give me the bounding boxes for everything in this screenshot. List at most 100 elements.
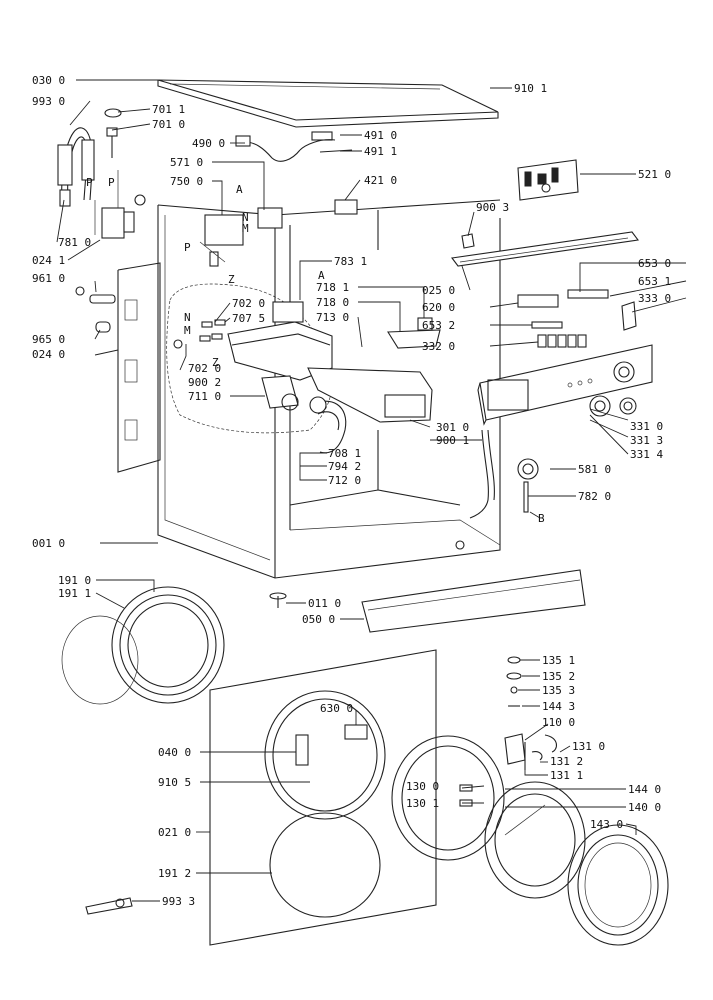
label-781-0: 781 0 xyxy=(58,236,91,249)
label-620-0: 620 0 xyxy=(422,301,455,314)
label-191-0: 191 0 xyxy=(58,574,91,587)
label-030-0: 030 0 xyxy=(32,74,65,87)
marker-m-lower: M xyxy=(184,324,191,337)
label-140-0: 140 0 xyxy=(628,801,661,814)
label-421-0: 421 0 xyxy=(364,174,397,187)
label-782-0: 782 0 xyxy=(578,490,611,503)
circuit-board xyxy=(517,159,579,201)
label-702-0-top: 702 0 xyxy=(232,297,265,310)
drum-outline xyxy=(166,283,333,434)
back-panel xyxy=(117,262,161,473)
label-332-0: 332 0 xyxy=(422,340,455,353)
label-713-0: 713 0 xyxy=(316,311,349,324)
label-750-0: 750 0 xyxy=(170,175,203,188)
marker-p-hose-2: P xyxy=(108,176,115,189)
hose-clip xyxy=(104,108,122,158)
label-653-0: 653 0 xyxy=(638,257,671,270)
marker-n-lower: N xyxy=(184,311,191,324)
top-lid xyxy=(157,79,499,128)
label-130-0: 130 0 xyxy=(406,780,439,793)
door-outer-ring xyxy=(567,824,669,946)
label-794-2: 794 2 xyxy=(328,460,361,473)
switch-parts xyxy=(517,289,637,348)
label-001-0: 001 0 xyxy=(32,537,65,550)
letter-markers: A A N M N M P P P Z Z B xyxy=(86,176,545,525)
water-valve xyxy=(199,207,283,267)
detergent-drawer xyxy=(307,367,433,423)
marker-m-top: M xyxy=(242,222,249,235)
leader-lines xyxy=(56,79,687,902)
label-144-0: 144 0 xyxy=(628,783,661,796)
marker-n-top: N xyxy=(242,211,249,224)
wiring-loom xyxy=(469,429,495,519)
label-144-3: 144 3 xyxy=(542,700,575,713)
label-025-0: 025 0 xyxy=(422,284,455,297)
inlet-valve xyxy=(94,170,146,239)
label-783-1: 783 1 xyxy=(334,255,367,268)
marker-z-valve: Z xyxy=(228,273,235,286)
label-135-2: 135 2 xyxy=(542,670,575,683)
marker-z-housing: Z xyxy=(212,356,219,369)
label-191-2: 191 2 xyxy=(158,867,191,880)
marker-b-timer: B xyxy=(538,512,545,525)
label-653-1: 653 1 xyxy=(638,275,671,288)
label-050-0: 050 0 xyxy=(302,613,335,626)
adjustable-foot xyxy=(269,592,287,608)
label-333-0: 333 0 xyxy=(638,292,671,305)
control-rail xyxy=(451,231,639,267)
label-024-1: 024 1 xyxy=(32,254,65,267)
drain-hose xyxy=(309,396,347,454)
label-718-0: 718 0 xyxy=(316,296,349,309)
label-021-0: 021 0 xyxy=(158,826,191,839)
spanner-tool xyxy=(85,897,133,915)
label-707-5: 707 5 xyxy=(232,312,265,325)
control-fascia xyxy=(477,344,653,426)
label-491-1: 491 1 xyxy=(364,145,397,158)
label-301-0: 301 0 xyxy=(436,421,469,434)
label-571-0: 571 0 xyxy=(170,156,203,169)
connector-parts xyxy=(173,319,226,349)
drawer-siphon xyxy=(387,329,441,349)
hinge-pin xyxy=(75,286,116,333)
label-900-1: 900 1 xyxy=(436,434,469,447)
pressure-switch xyxy=(334,199,358,215)
label-711-0: 711 0 xyxy=(188,390,221,403)
label-701-0: 701 0 xyxy=(152,118,185,131)
label-040-0: 040 0 xyxy=(158,746,191,759)
label-131-0: 131 0 xyxy=(572,740,605,753)
label-135-1: 135 1 xyxy=(542,654,575,667)
label-718-1: 718 1 xyxy=(316,281,349,294)
program-timer xyxy=(517,458,539,513)
label-130-1: 130 1 xyxy=(406,797,439,810)
marker-p-valve: P xyxy=(184,241,191,254)
clip-part xyxy=(461,233,475,249)
label-143-0: 143 0 xyxy=(590,818,623,831)
kickplate xyxy=(361,569,586,633)
label-491-0: 491 0 xyxy=(364,129,397,142)
label-900-2: 900 2 xyxy=(188,376,221,389)
label-131-2: 131 2 xyxy=(550,755,583,768)
inlet-hose xyxy=(57,127,95,207)
marker-p-hose-1: P xyxy=(86,176,93,189)
label-131-1: 131 1 xyxy=(550,769,583,782)
label-191-1: 191 1 xyxy=(58,587,91,600)
label-135-3: 135 3 xyxy=(542,684,575,697)
label-701-1: 701 1 xyxy=(152,103,185,116)
label-708-1: 708 1 xyxy=(328,447,361,460)
label-110-0: 110 0 xyxy=(542,716,575,729)
label-490-0: 490 0 xyxy=(192,137,225,150)
label-630-0: 630 0 xyxy=(320,702,353,715)
label-993-3: 993 3 xyxy=(162,895,195,908)
label-702-0-bottom: 702 0 xyxy=(188,362,221,375)
front-panel xyxy=(209,649,437,946)
detergent-housing xyxy=(227,301,333,411)
label-965-0: 965 0 xyxy=(32,333,65,346)
label-331-3: 331 3 xyxy=(630,434,663,447)
label-653-2: 653 2 xyxy=(422,319,455,332)
label-581-0: 581 0 xyxy=(578,463,611,476)
marker-a-top: A xyxy=(236,183,243,196)
marker-a-lower: A xyxy=(318,269,325,282)
label-331-4: 331 4 xyxy=(630,448,663,461)
door-glass xyxy=(484,781,586,899)
label-712-0: 712 0 xyxy=(328,474,361,487)
